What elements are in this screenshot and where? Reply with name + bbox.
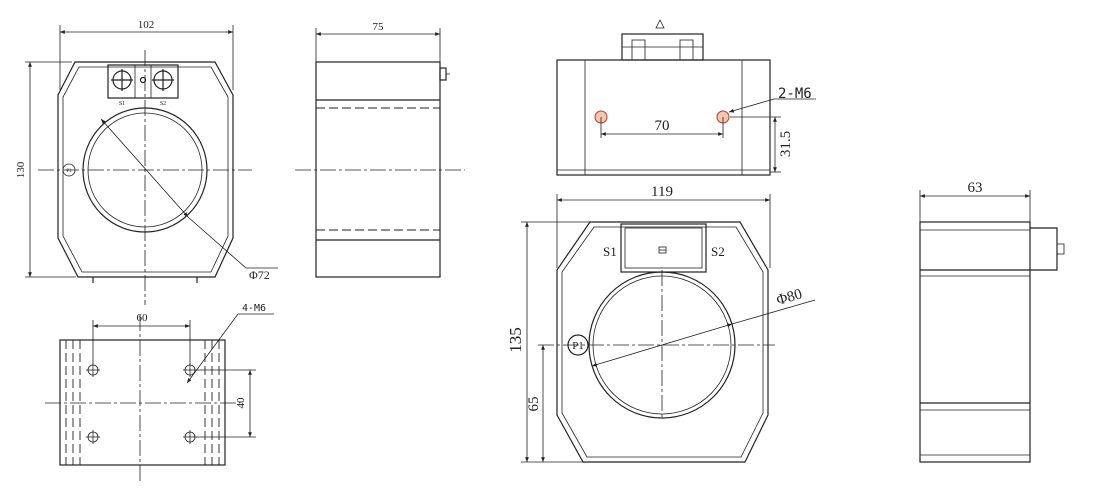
terminal-block: S1 S2 (107, 64, 179, 107)
small-ct-bottom-view: 60 40 4-M6 (45, 303, 274, 482)
mounting-hole (86, 363, 100, 377)
large-side-body (919, 221, 1031, 463)
mounting-hole (183, 430, 197, 444)
dimension-top-hole-spacing-label: 70 (655, 118, 670, 134)
holes-callout-label: 4-M6 (242, 303, 266, 314)
small-ct-side-view: 75 (295, 21, 465, 278)
mounting-hole (183, 363, 197, 377)
large-ct-top-view: 70 2-M6 31.5 (556, 19, 816, 176)
dimension-depth: 75 (315, 21, 441, 62)
dimension-large-diameter-label: Φ80 (775, 286, 804, 309)
dimension-height-label: 130 (15, 161, 27, 178)
dimension-width: 102 (59, 19, 234, 90)
body-outline (57, 61, 234, 278)
dimension-width-label: 102 (138, 19, 155, 31)
dimension-hole-spacing-x-label: 60 (137, 312, 149, 324)
dimension-large-depth: 63 (919, 180, 1031, 228)
p1-marker: P1 (62, 163, 76, 177)
dimension-large-height-label: 135 (506, 327, 525, 353)
bottom-body (59, 339, 226, 466)
dimension-large-center-height-label: 65 (526, 397, 542, 412)
dimension-top-hole-spacing: 70 (600, 117, 724, 138)
large-side-terminal-nub (1030, 227, 1065, 271)
body-inner-outline (62, 66, 229, 273)
terminal-label-s2-large: S2 (711, 244, 725, 259)
top-terminal-box (621, 33, 704, 61)
dimension-large-depth-label: 63 (968, 180, 983, 196)
dimension-hole-spacing-y: 40 (196, 369, 256, 438)
large-ct-front-view: S1 S2 P1 Φ80 119 135 65 (506, 184, 816, 463)
small-ct-front-view: S1 S2 P1 102 130 Φ72 (15, 19, 278, 305)
terminal-label-s1-large: S1 (603, 244, 617, 259)
dimension-top-hole-offset: 31.5 (730, 116, 794, 173)
holes-callout: 4-M6 (186, 303, 274, 384)
dimension-diameter: Φ72 (100, 118, 278, 282)
dimension-large-width-label: 119 (651, 184, 673, 200)
dimension-diameter-label: Φ72 (249, 268, 270, 282)
large-body-inner-outline (561, 226, 764, 458)
large-body-outline (556, 221, 769, 463)
terminal-center-mark (139, 76, 147, 84)
large-ct-side-view: 63 (919, 180, 1065, 463)
dimension-large-height: 135 (506, 221, 592, 463)
large-p1-marker: P1 (567, 334, 589, 356)
top-holes-callout: 2-M6 (728, 86, 816, 113)
dimension-large-center-height: 65 (526, 345, 545, 462)
direction-triangle-icon (655, 19, 665, 29)
side-body (315, 61, 441, 278)
dimension-large-diameter: Φ80 (591, 286, 816, 367)
large-terminal-box (620, 223, 707, 273)
large-p1-label: P1 (572, 340, 584, 352)
p1-label: P1 (66, 169, 72, 174)
terminal-label-s2: S2 (160, 101, 166, 107)
dimension-depth-label: 75 (373, 21, 385, 33)
dimension-height: 130 (15, 61, 76, 278)
dimension-top-hole-offset-label: 31.5 (778, 131, 794, 157)
dimension-hole-spacing-y-label: 40 (235, 397, 247, 409)
top-holes-callout-label: 2-M6 (778, 86, 812, 102)
mounting-hole (86, 430, 100, 444)
terminal-label-s1: S1 (119, 101, 125, 107)
dimension-hole-spacing-x: 60 (92, 312, 191, 364)
dimension-large-width: 119 (556, 184, 771, 268)
side-terminal-nub (439, 67, 447, 81)
